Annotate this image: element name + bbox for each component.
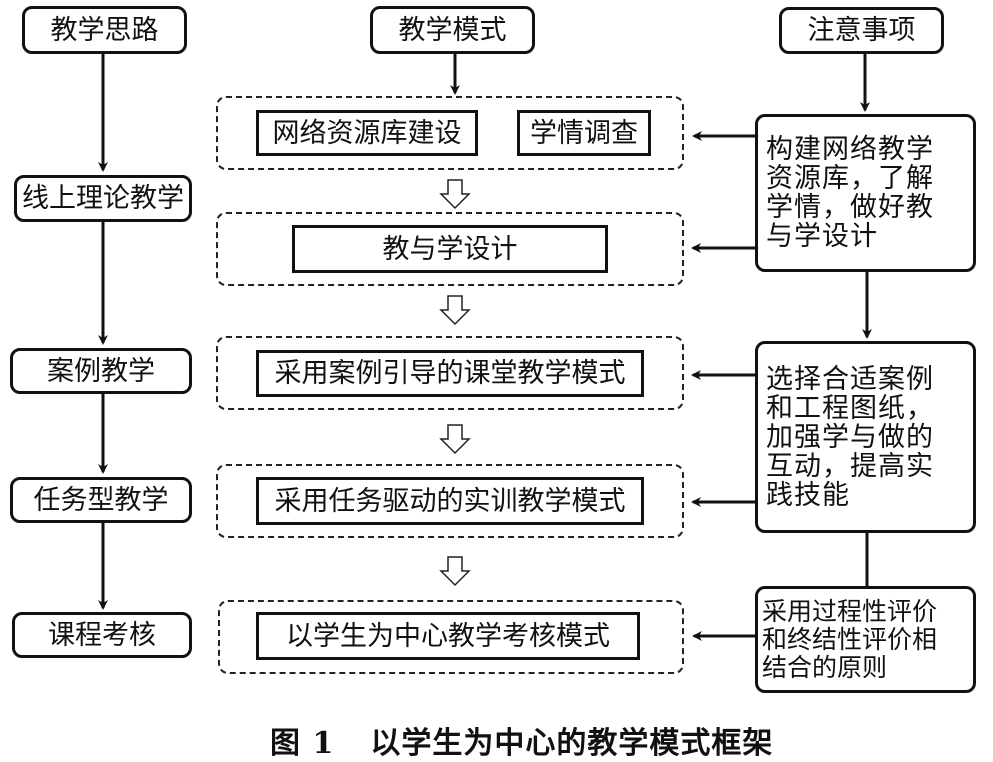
note-text: 采用过程性评价 和终结性评价相 结合的原则 bbox=[762, 596, 938, 682]
step-label: 线上理论教学 bbox=[22, 183, 184, 214]
caption-title: 以学生为中心的教学模式框架 bbox=[370, 726, 774, 761]
group-5 bbox=[218, 600, 684, 674]
header-teaching-ideas: 教学思路 bbox=[22, 6, 187, 54]
step-label: 案例教学 bbox=[47, 355, 155, 387]
note-3: 采用过程性评价 和终结性评价相 结合的原则 bbox=[755, 586, 976, 693]
header-label: 注意事项 bbox=[807, 15, 916, 46]
note-1: 构建网络教学 资源库，了解 学情，做好教 与学设计 bbox=[755, 114, 976, 272]
hollow-arrow-4 bbox=[439, 556, 471, 587]
mode-label: 以学生为中心教学考核模式 bbox=[286, 620, 610, 652]
mode-label: 采用任务驱动的实训教学模式 bbox=[274, 485, 626, 517]
hollow-arrow-3 bbox=[439, 424, 471, 455]
mode-label: 采用案例引导的课堂教学模式 bbox=[274, 358, 626, 389]
mode-learning-survey: 学情调查 bbox=[517, 110, 651, 156]
header-label: 教学模式 bbox=[398, 14, 507, 46]
mode-task-driven: 采用任务驱动的实训教学模式 bbox=[256, 477, 644, 525]
hollow-arrow-2 bbox=[439, 295, 471, 326]
mode-label: 网络资源库建设 bbox=[272, 117, 462, 149]
note-text: 选择合适案例 和工程图纸， 加强学与做的 互动，提高实 践技能 bbox=[766, 363, 934, 511]
note-text: 构建网络教学 资源库，了解 学情，做好教 与学设计 bbox=[766, 134, 934, 252]
step-case-teaching: 案例教学 bbox=[10, 348, 192, 394]
group-3 bbox=[216, 336, 684, 410]
group-2 bbox=[216, 212, 684, 286]
mode-student-centered: 以学生为中心教学考核模式 bbox=[256, 612, 640, 660]
step-task-teaching: 任务型教学 bbox=[10, 477, 192, 523]
mode-label: 教与学设计 bbox=[382, 233, 518, 265]
figure-caption: 图 1 以学生为中心的教学模式框架 bbox=[270, 720, 790, 761]
step-course-assessment: 课程考核 bbox=[12, 612, 192, 658]
header-label: 教学思路 bbox=[50, 14, 159, 46]
step-online-theory: 线上理论教学 bbox=[14, 175, 192, 222]
header-notes: 注意事项 bbox=[779, 7, 944, 54]
note-2: 选择合适案例 和工程图纸， 加强学与做的 互动，提高实 践技能 bbox=[755, 341, 976, 533]
header-teaching-mode: 教学模式 bbox=[370, 6, 535, 54]
group-4 bbox=[216, 464, 684, 538]
mode-network-resource: 网络资源库建设 bbox=[256, 110, 478, 156]
mode-design: 教与学设计 bbox=[292, 225, 608, 273]
group-1 bbox=[216, 96, 684, 170]
mode-case-guided: 采用案例引导的课堂教学模式 bbox=[256, 350, 644, 397]
caption-label: 图 1 bbox=[270, 726, 335, 761]
hollow-arrow-1 bbox=[439, 179, 471, 210]
step-label: 课程考核 bbox=[48, 619, 156, 651]
step-label: 任务型教学 bbox=[33, 484, 169, 516]
mode-label: 学情调查 bbox=[530, 117, 638, 149]
